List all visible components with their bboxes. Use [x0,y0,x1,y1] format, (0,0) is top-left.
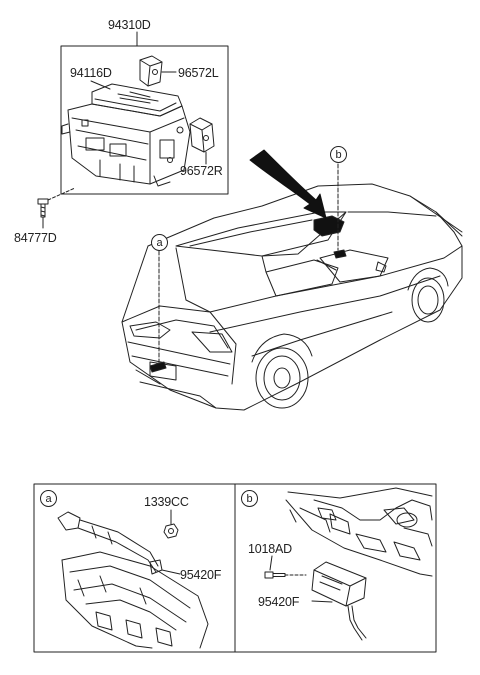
bolt-1018ad [264,571,286,579]
detail-b-marker: b [241,490,258,507]
module-assembly-box [60,45,229,195]
callout-b: b [330,146,347,163]
trunk-connector [149,361,167,373]
module-body [61,103,191,187]
callout-a: a [151,234,168,251]
cover-plate [91,83,183,117]
label-1018ad: 1018AD [248,542,292,556]
roof-connector [333,249,347,259]
nut-1339cc [163,523,179,539]
detail-b-roof-structure [285,487,433,577]
car-illustration [121,183,463,411]
label-96572r: 96572R [180,164,223,178]
label-94116d: 94116D [70,66,112,80]
bolt-84777d [37,198,49,218]
rear-panel [61,551,209,649]
location-arrow [249,149,327,219]
label-96572l: 96572L [178,66,219,80]
label-94310d: 94310D [108,18,151,32]
label-84777d: 84777D [14,231,57,245]
detail-b-module [311,561,367,641]
label-95420f-b: 95420F [258,595,300,609]
detail-b-box [234,483,437,653]
roof-module [313,215,345,237]
label-1339cc: 1339CC [144,495,189,509]
bracket-left [139,55,163,87]
detail-a-marker: a [40,490,57,507]
bracket-right [189,117,215,153]
label-95420f-a: 95420F [180,568,222,582]
